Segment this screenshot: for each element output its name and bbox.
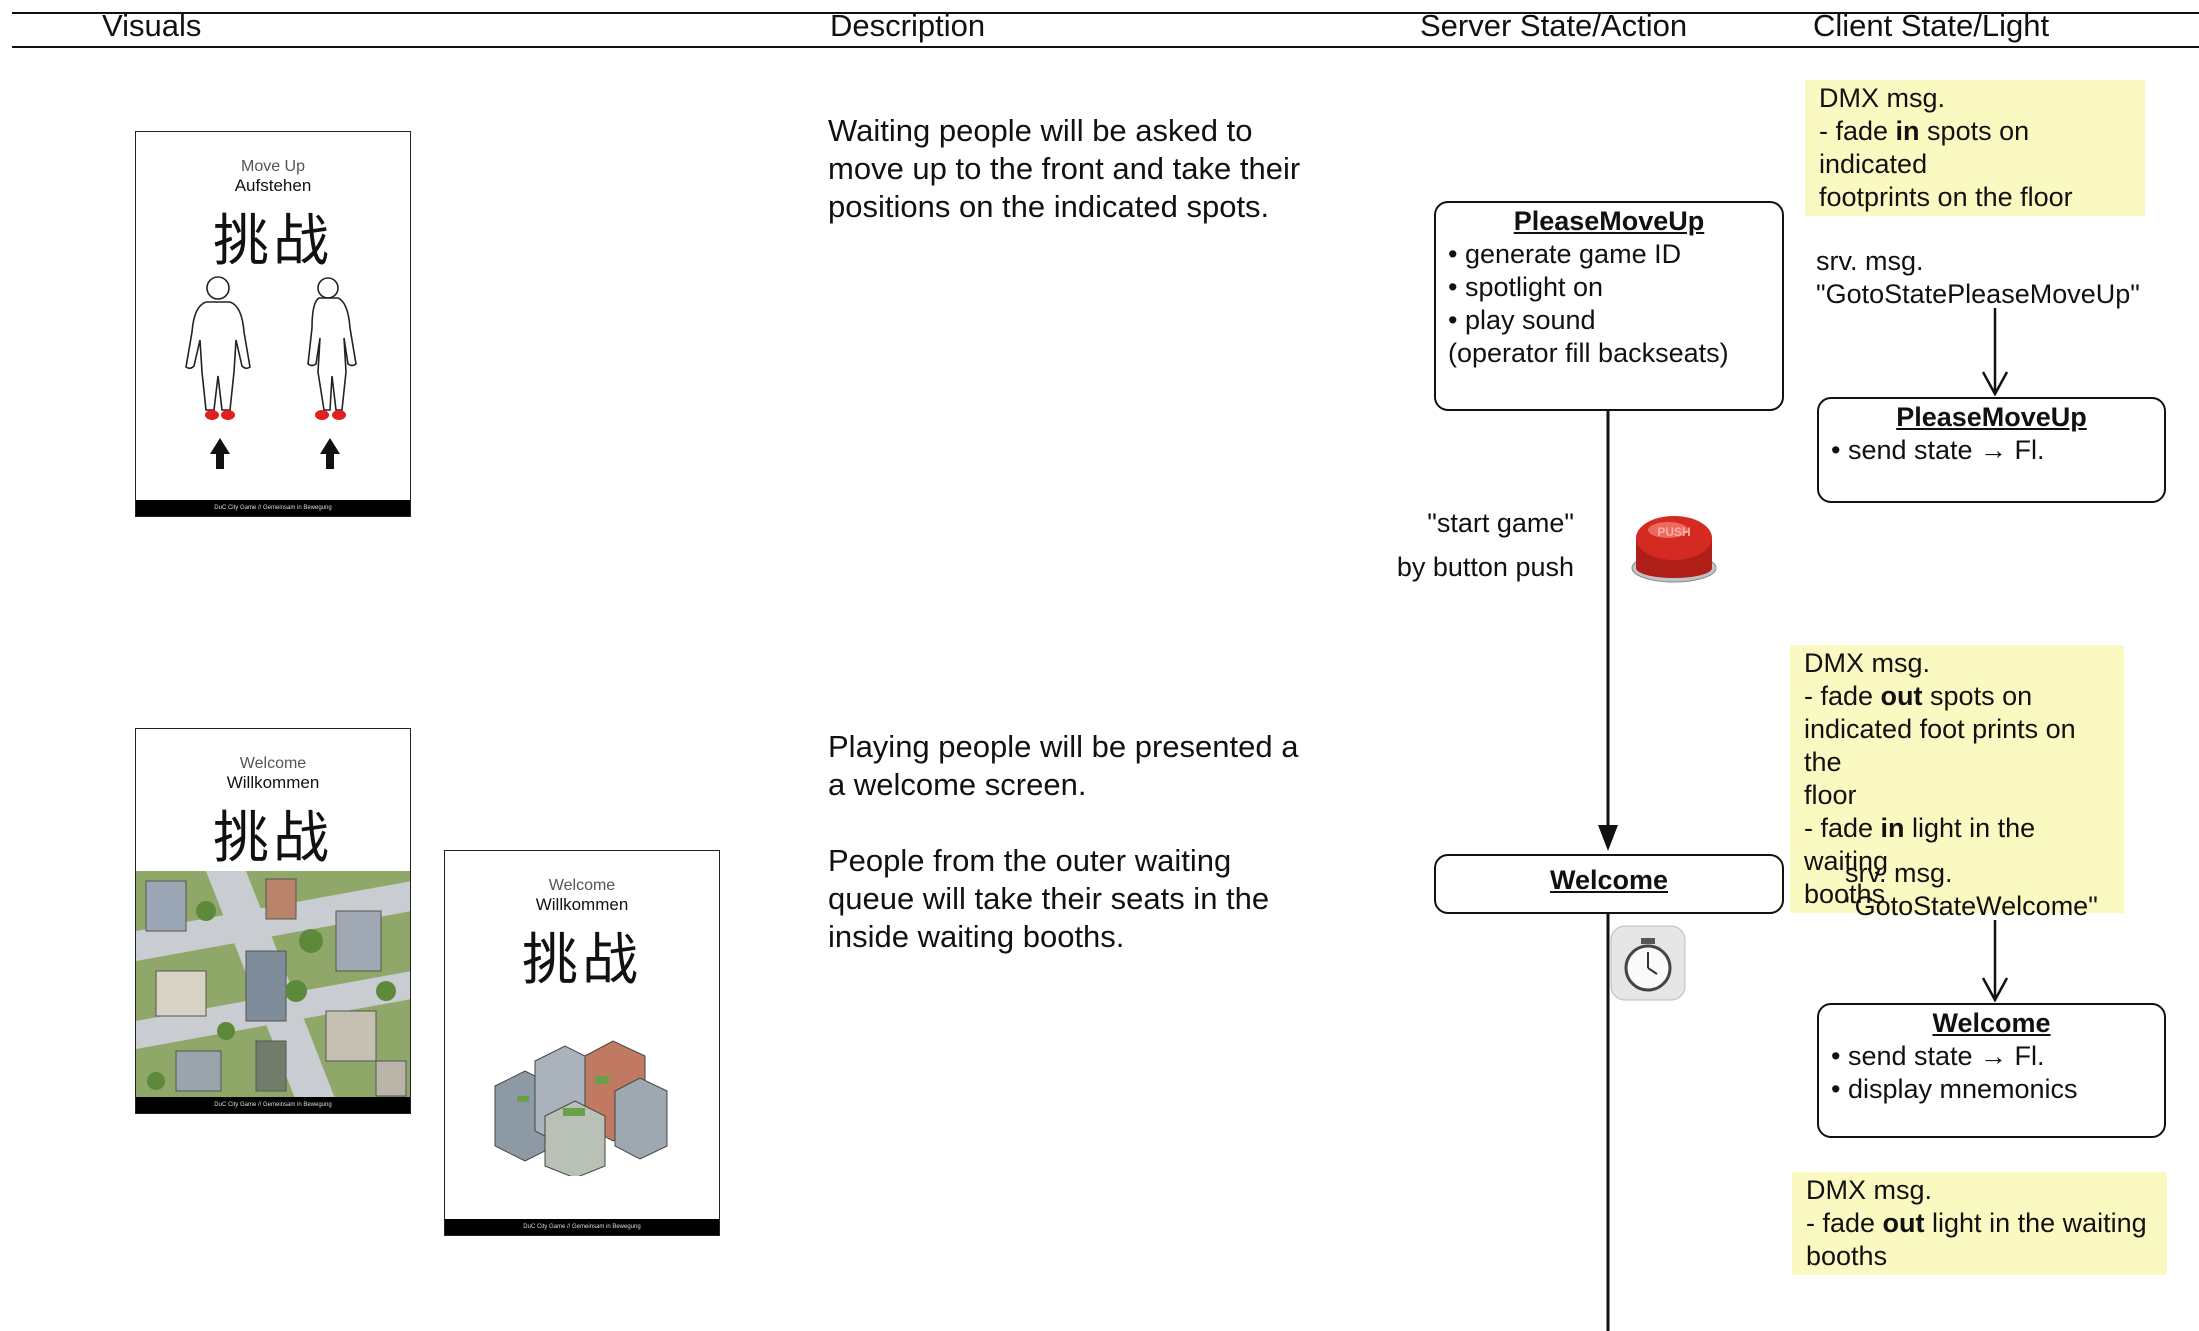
- description-welcome-screen: Playing people will be presented a a wel…: [828, 729, 1299, 802]
- server-action-item: • spotlight on: [1448, 272, 1604, 302]
- server-message-please-move-up: srv. msg. "GotoStatePleaseMoveUp": [1816, 246, 2140, 309]
- poster-welcome-large: Welcome Willkommen 挑战 DuC City Game // G…: [135, 728, 411, 1114]
- poster-title-cn: 挑战: [213, 806, 333, 871]
- header-top-rule: [12, 12, 2199, 14]
- button-push-label: by button push: [1396, 552, 1574, 582]
- client-action-item: • send state → Fl.: [1831, 435, 2045, 465]
- poster-footer: DuC City Game // Gemeinsam in Bewegung: [136, 1097, 410, 1113]
- server-state-please-move-up: PleaseMoveUp • generate game ID • spotli…: [1434, 201, 1784, 411]
- header-bottom-rule: [12, 46, 2199, 48]
- column-header-server: Server State/Action: [1420, 8, 1688, 43]
- poster-welcome-small: Welcome Willkommen 挑战 DuC City Game // G…: [444, 850, 720, 1236]
- client-state-welcome: Welcome • send state → Fl. • display mne…: [1817, 1003, 2166, 1138]
- poster-move-up: Move Up Aufstehen 挑战 DuC City Game // Ge…: [135, 131, 411, 517]
- server-action-item: • play sound: [1448, 305, 1596, 335]
- server-message-welcome: srv. msg. "GotoStateWelcome": [1845, 858, 2098, 921]
- client-state-title: PleaseMoveUp: [1896, 402, 2087, 432]
- server-action-item: (operator fill backseats): [1448, 338, 1729, 368]
- server-state-title: Welcome: [1549, 865, 1669, 895]
- poster-footer: DuC City Game // Gemeinsam in Bewegung: [445, 1219, 719, 1235]
- dmx-note-fade-out-booths: DMX msg. - fade out light in the waiting…: [1792, 1172, 2167, 1275]
- server-action-item: • generate game ID: [1448, 239, 1682, 269]
- client-action-item: • send state → Fl.: [1831, 1041, 2045, 1071]
- client-arrow-1: [1981, 308, 2009, 396]
- poster-title-de: Willkommen: [226, 773, 320, 792]
- flow-arrowhead: [1598, 825, 1618, 851]
- start-game-label: "start game": [1427, 508, 1574, 538]
- poster-footer: DuC City Game // Gemeinsam in Bewegung: [136, 500, 410, 516]
- description-move-up: Waiting people will be asked to move up …: [828, 113, 1301, 224]
- server-state-title: PleaseMoveUp: [1513, 206, 1705, 236]
- client-action-item: • display mnemonics: [1831, 1074, 2078, 1104]
- building-cluster-image: [494, 1040, 668, 1176]
- server-flow-line: [1598, 409, 1618, 1331]
- push-button-icon: PUSH: [1631, 516, 1717, 583]
- client-state-please-move-up: PleaseMoveUp • send state → Fl.: [1817, 397, 2166, 503]
- poster-title-en: Move Up: [240, 158, 306, 175]
- description-waiting-booths: People from the outer waiting queue will…: [828, 843, 1270, 954]
- footprint-markers: [205, 410, 346, 420]
- city-map-image: [136, 871, 410, 1101]
- stopwatch-icon: [1610, 925, 1686, 1001]
- poster-title-en: Welcome: [548, 877, 616, 894]
- dmx-note-line: footprints on the floor: [1819, 182, 2073, 212]
- server-state-welcome: Welcome: [1434, 854, 1784, 914]
- dmx-note-line: DMX msg.: [1819, 83, 1946, 113]
- column-header-client: Client State/Light: [1813, 8, 2050, 43]
- client-state-title: Welcome: [1932, 1008, 2051, 1038]
- poster-title-cn: 挑战: [522, 928, 642, 993]
- poster-title-de: Aufstehen: [234, 176, 312, 195]
- client-arrow-2: [1981, 920, 2009, 1002]
- column-header-visuals: Visuals: [102, 8, 202, 43]
- poster-title-en: Welcome: [239, 755, 307, 772]
- people-silhouettes-icon: [185, 276, 357, 469]
- poster-title-cn: 挑战: [213, 209, 333, 274]
- dmx-note-fade-in-spots: DMX msg. - fade in spots on indicated fo…: [1805, 80, 2145, 216]
- push-button-text: PUSH: [1657, 525, 1690, 539]
- dmx-note-fade-out-spots: DMX msg. - fade out spots on indicated f…: [1790, 645, 2124, 913]
- column-header-description: Description: [830, 8, 986, 43]
- poster-title-de: Willkommen: [535, 895, 629, 914]
